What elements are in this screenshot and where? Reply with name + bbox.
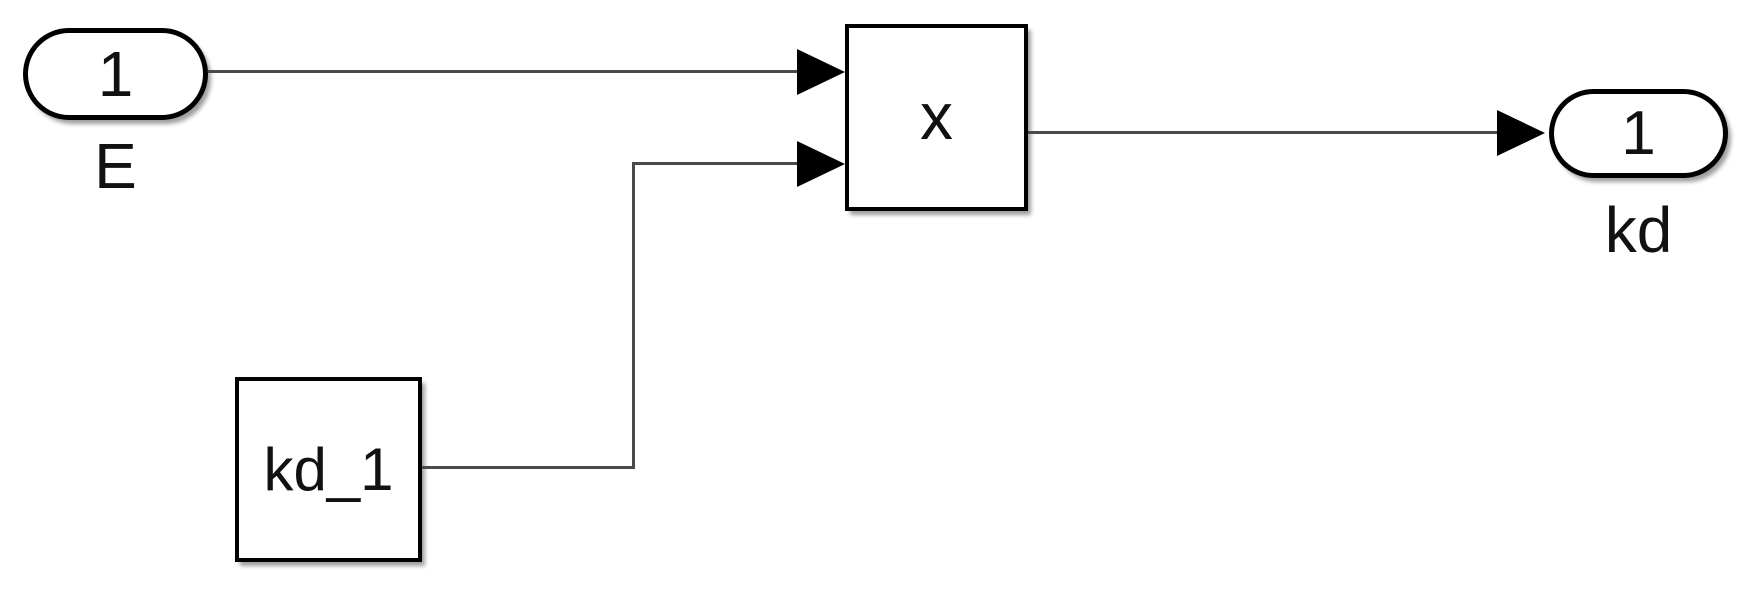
wire-constant-to-product-segment-top[interactable]	[632, 162, 797, 165]
product-operator-label: x	[920, 78, 953, 153]
wire-constant-to-product-segment-vertical[interactable]	[632, 162, 635, 469]
wire-inport-to-product[interactable]	[208, 70, 800, 73]
outport-port-number: 1	[1621, 98, 1656, 168]
inport-port-number: 1	[97, 38, 134, 110]
wire-product-to-outport[interactable]	[1028, 131, 1497, 134]
outport-block-kd[interactable]: 1	[1549, 89, 1728, 178]
product-block[interactable]: x	[845, 24, 1028, 211]
constant-value-label: kd_1	[263, 435, 394, 503]
arrowhead-icon	[797, 141, 845, 187]
arrowhead-icon	[1497, 110, 1545, 156]
wire-constant-to-product-segment-bottom[interactable]	[422, 466, 635, 469]
arrowhead-icon	[797, 49, 845, 95]
inport-label-E[interactable]: E	[94, 130, 137, 202]
constant-block-kd1[interactable]: kd_1	[235, 377, 422, 562]
outport-label-kd[interactable]: kd	[1604, 194, 1673, 266]
inport-block-E[interactable]: 1	[23, 28, 208, 120]
